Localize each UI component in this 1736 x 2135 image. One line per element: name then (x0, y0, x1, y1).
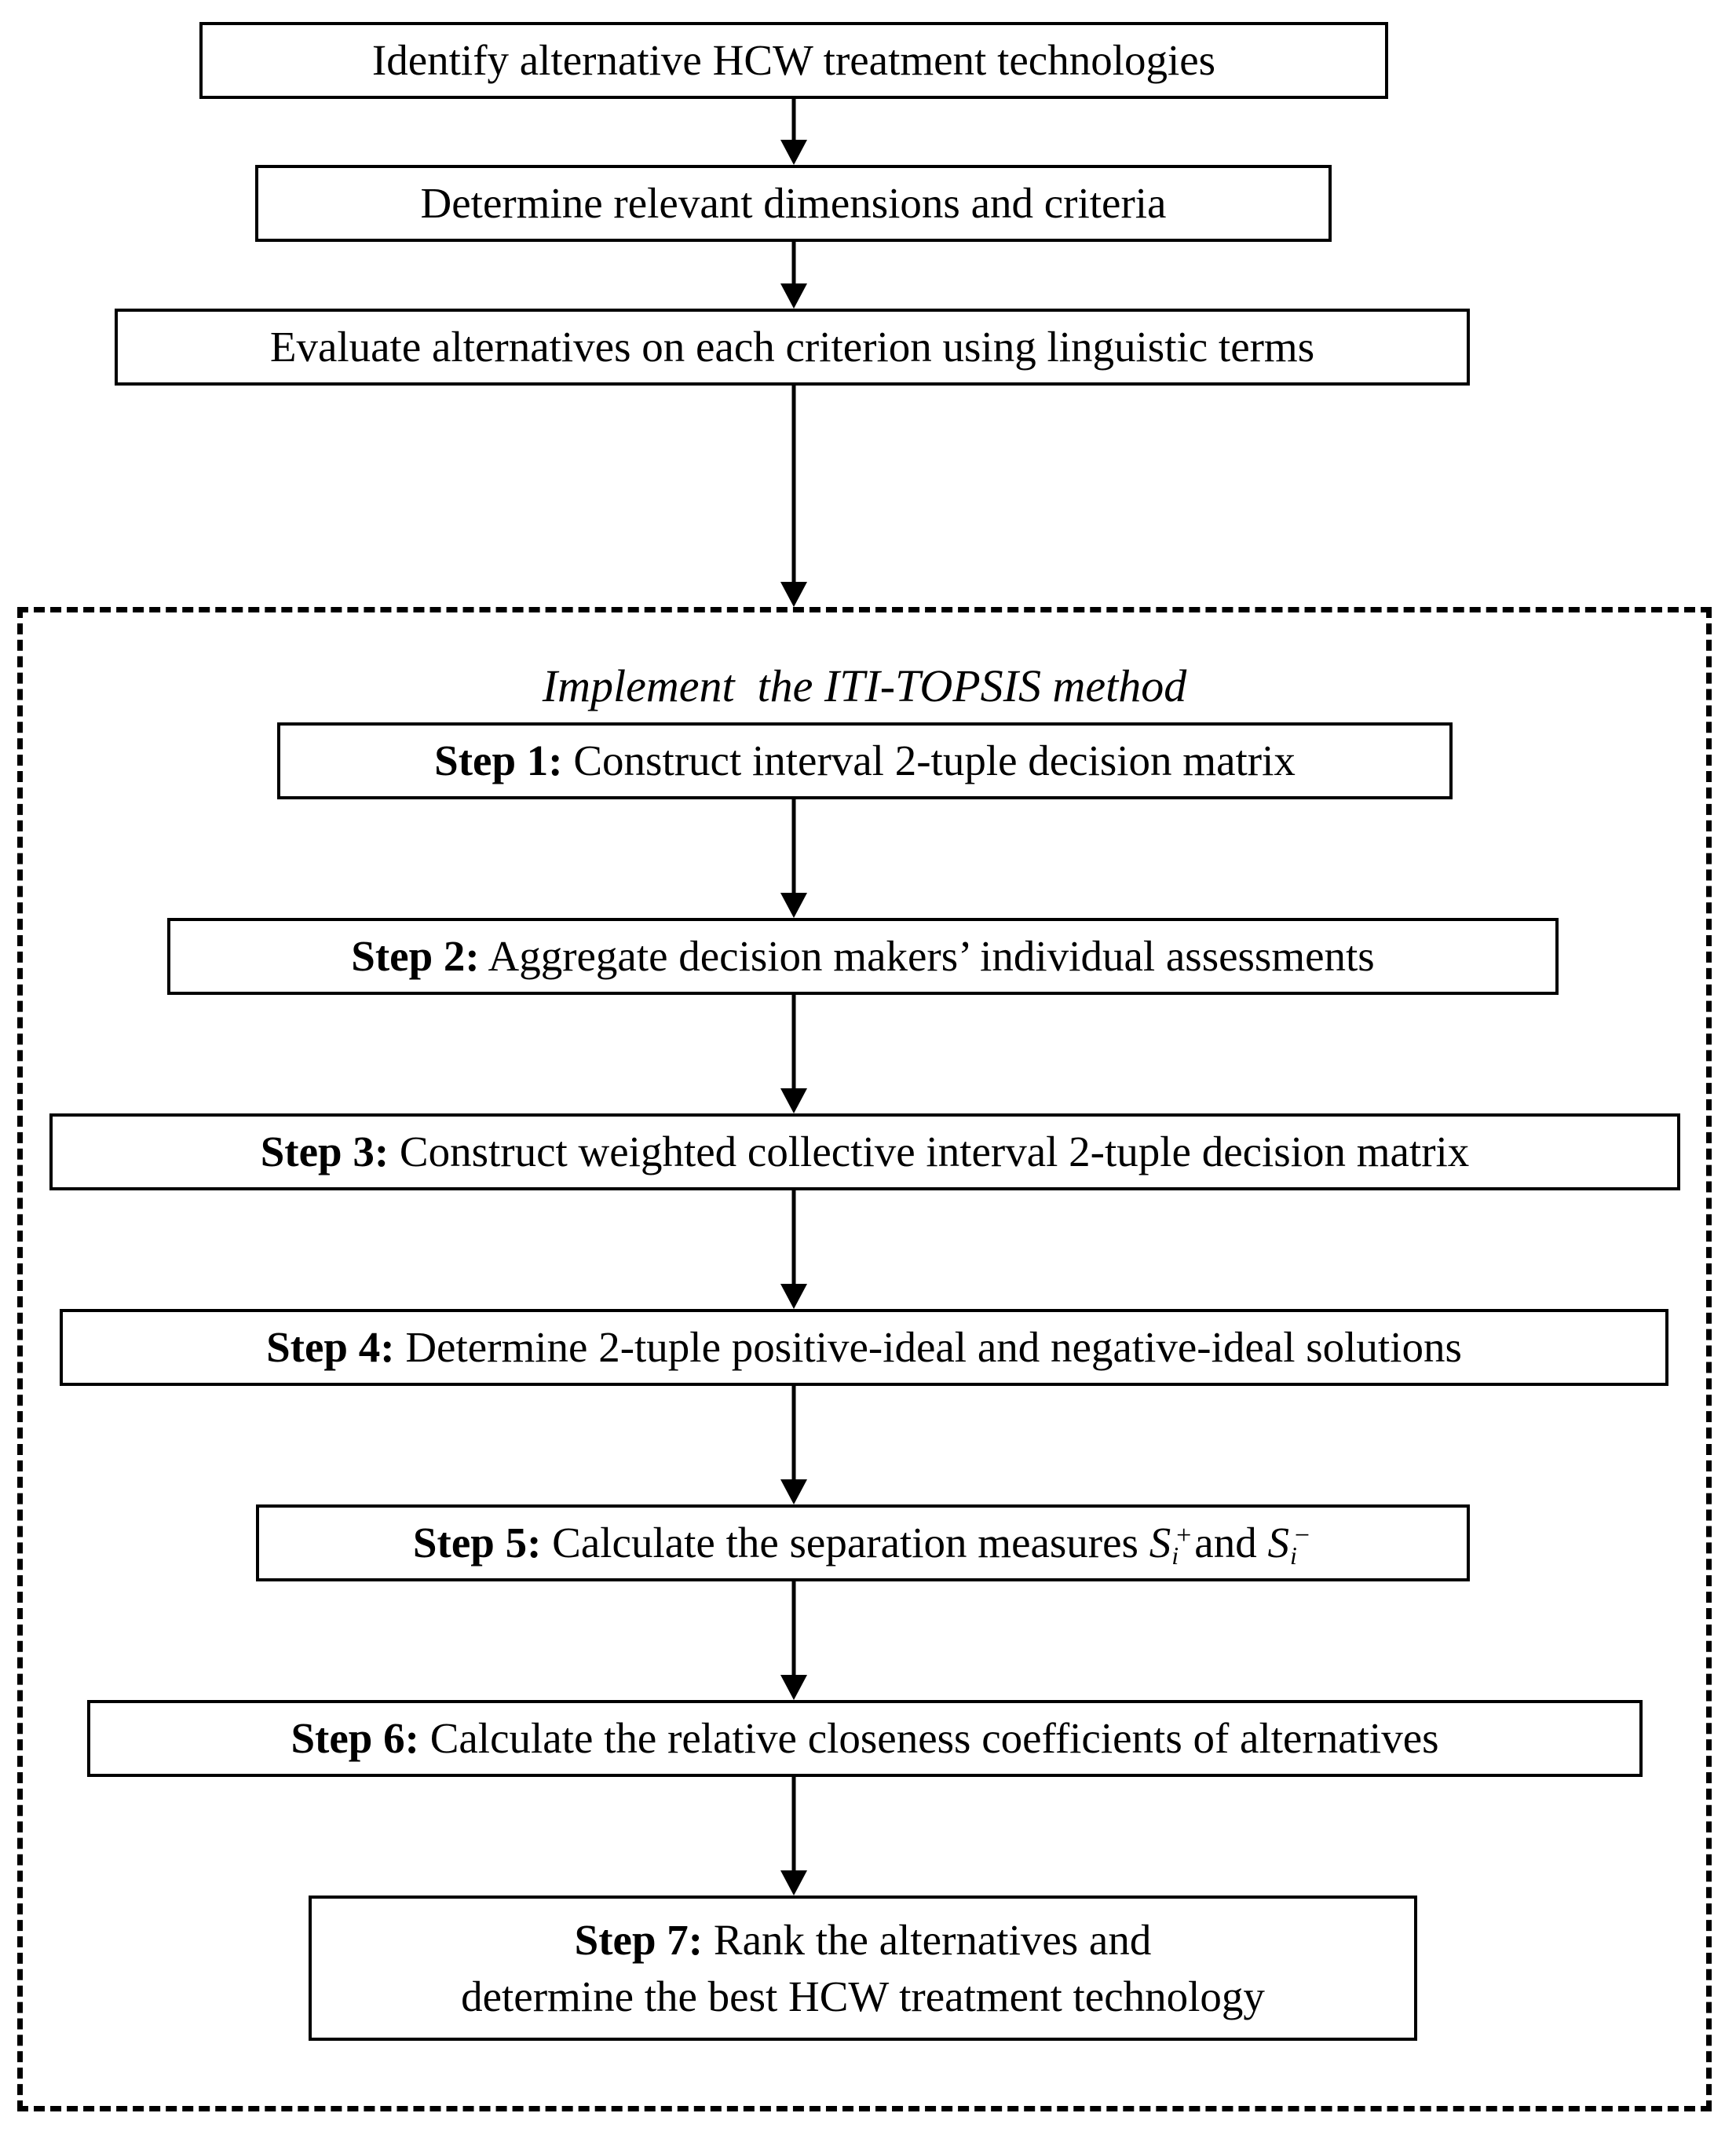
step-1-number: Step 1: (434, 736, 563, 784)
separation-measure-negative: Si− (1267, 1518, 1313, 1570)
step-7-text-line1: Rank the alternatives and (713, 1916, 1152, 1964)
step-5-text: Calculate the separation measures (552, 1518, 1138, 1567)
process-box-determine-criteria-label: Determine relevant dimensions and criter… (420, 178, 1167, 227)
step-3-text: Construct weighted collective interval 2… (399, 1127, 1470, 1175)
math-sub-i-plus: i (1171, 1542, 1179, 1570)
step-1-text: Construct interval 2-tuple decision matr… (573, 736, 1296, 784)
math-sub-i-minus: i (1289, 1542, 1297, 1570)
step-4-number: Step 4: (266, 1322, 395, 1371)
step-box-6: Step 6: Calculate the relative closeness… (87, 1700, 1643, 1777)
step-box-2: Step 2: Aggregate decision makers’ indiv… (167, 918, 1559, 995)
step-box-3: Step 3: Construct weighted collective in… (49, 1113, 1680, 1190)
step-box-5: Step 5: Calculate the separation measure… (256, 1504, 1470, 1581)
process-box-identify: Identify alternative HCW treatment techn… (199, 22, 1388, 99)
step-box-4: Step 4: Determine 2-tuple positive-ideal… (60, 1309, 1668, 1386)
method-group-title: Implement the ITI-TOPSIS method (542, 660, 1187, 711)
step-7-number: Step 7: (574, 1916, 704, 1964)
step-2-text: Aggregate decision makers’ individual as… (488, 931, 1375, 980)
math-var-s-plus: S (1149, 1518, 1171, 1567)
step-2-number: Step 2: (351, 931, 480, 980)
math-var-s-minus: S (1267, 1518, 1289, 1567)
step-5-number: Step 5: (412, 1518, 542, 1567)
process-box-determine-criteria: Determine relevant dimensions and criter… (255, 165, 1332, 242)
step-4-text: Determine 2-tuple positive-ideal and neg… (405, 1322, 1462, 1371)
process-box-identify-label: Identify alternative HCW treatment techn… (371, 35, 1216, 84)
step-box-7: Step 7: Rank the alternatives and determ… (309, 1896, 1417, 2041)
process-box-evaluate-label: Evaluate alternatives on each criterion … (269, 322, 1315, 371)
step-box-1: Step 1: Construct interval 2-tuple decis… (277, 722, 1453, 799)
separation-measure-positive: Si+ (1149, 1518, 1195, 1570)
math-sup-minus: − (1294, 1521, 1310, 1551)
math-conjunction: and (1194, 1518, 1257, 1567)
step-6-text: Calculate the relative closeness coeffic… (429, 1713, 1439, 1762)
step-3-number: Step 3: (260, 1127, 389, 1175)
step-6-number: Step 6: (291, 1713, 419, 1762)
method-group-container: Implement the ITI-TOPSIS method (17, 607, 1712, 2111)
step-7-text-line2: determine the best HCW treatment technol… (461, 1972, 1265, 2020)
math-sup-plus: + (1176, 1521, 1192, 1551)
process-box-evaluate: Evaluate alternatives on each criterion … (115, 309, 1470, 386)
